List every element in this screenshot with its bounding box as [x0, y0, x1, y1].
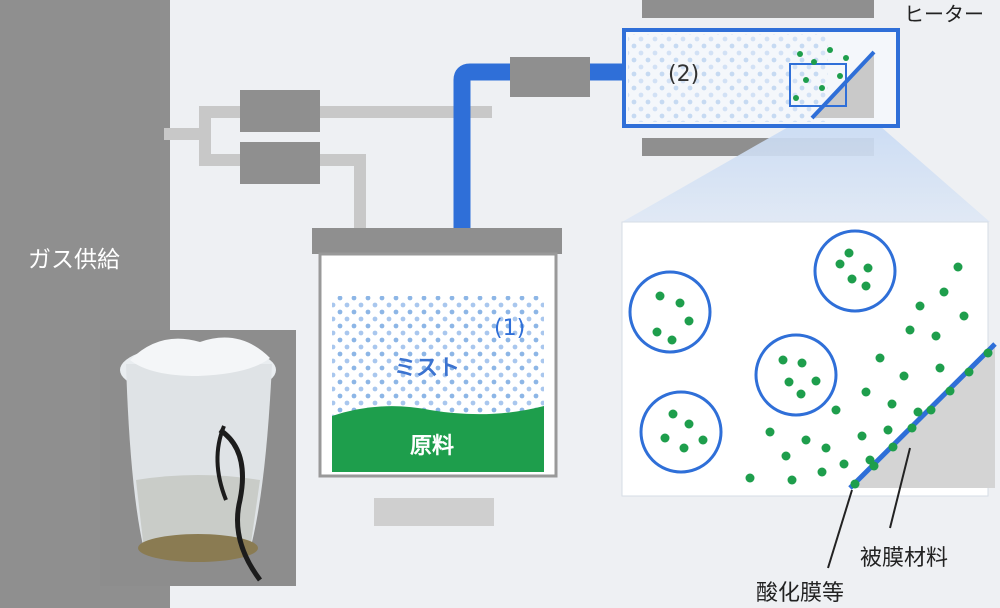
- flow-controller-1: [240, 90, 320, 132]
- mist-beaker-photo: [100, 330, 296, 586]
- oxide-film-leader: [827, 489, 853, 569]
- solute-particles: [652, 248, 873, 453]
- heater-top: [642, 0, 874, 18]
- coating-material-label: 被膜材料: [860, 546, 949, 571]
- raw-material-label: 原料: [410, 434, 455, 459]
- vessel-lid: [312, 228, 562, 254]
- oxide-film-label: 酸化膜等: [756, 581, 845, 606]
- mist-droplets: [628, 229, 897, 474]
- flow-controller-2: [240, 142, 320, 184]
- mist-pipe: [453, 63, 630, 330]
- coating-leader: [889, 447, 911, 529]
- vessel-base: [374, 498, 494, 526]
- heater-label: ヒーター: [904, 2, 984, 26]
- mist-label: ミスト: [394, 356, 461, 381]
- step-2-label: (2): [668, 62, 700, 87]
- deposited-film: [850, 348, 993, 489]
- zoom-beam: [622, 126, 990, 222]
- pipe-valve: [510, 57, 590, 97]
- zoom-box: [789, 63, 847, 107]
- free-particles: [745, 262, 969, 485]
- step-1-label: (1): [494, 316, 526, 341]
- raw-material-liquid: [332, 406, 544, 472]
- gas-supply-label: ガス供給: [28, 247, 120, 273]
